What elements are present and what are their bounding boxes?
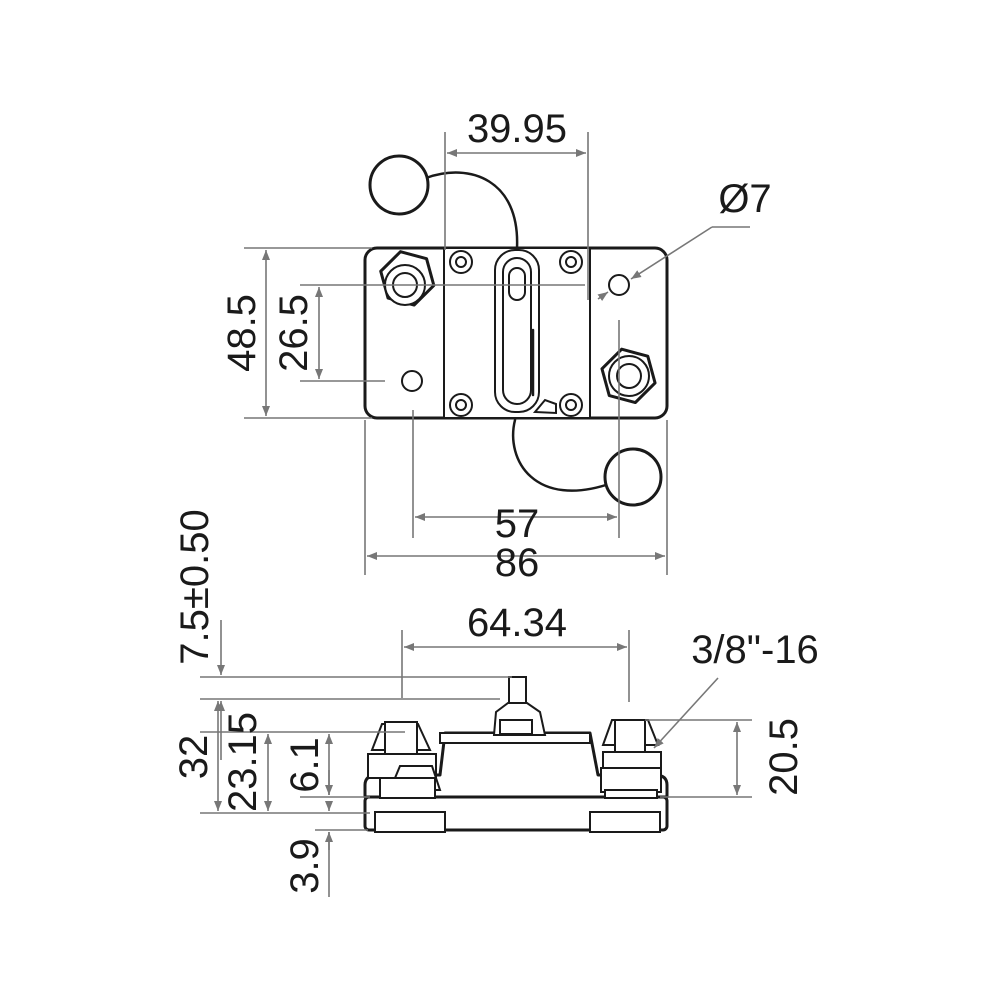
dim-label-3-9: 3.9 <box>283 838 327 894</box>
terminal-cap-bottom <box>603 447 663 507</box>
dim-label-48-5: 48.5 <box>220 294 264 372</box>
dim-label-23-15: 23.15 <box>221 712 265 812</box>
base-foot <box>589 811 661 833</box>
left-terminal-stack <box>367 721 442 799</box>
top-view-dimensions <box>244 132 750 575</box>
terminal-cap-top <box>368 154 430 216</box>
dim-label-6-1: 6.1 <box>283 737 327 793</box>
top-view <box>363 154 669 507</box>
right-terminal-stack <box>600 719 662 799</box>
cover-screw <box>559 393 583 417</box>
cover-screw <box>449 393 473 417</box>
lever-tab <box>532 398 557 415</box>
dim-label-thread-size: 3/8"-16 <box>691 628 819 672</box>
dim-label-26-5: 26.5 <box>272 294 316 372</box>
top-cable <box>424 171 519 250</box>
dim-label-hole-diameter: Ø7 <box>718 177 771 221</box>
side-view-dimensions <box>200 620 752 897</box>
left-stud-nut <box>379 250 436 307</box>
dim-label-39-95: 39.95 <box>467 107 567 151</box>
dim-label-57: 57 <box>495 502 540 546</box>
dim-label-86: 86 <box>495 541 540 585</box>
base-foot <box>374 811 446 833</box>
side-view <box>363 676 669 833</box>
mounting-hole <box>608 274 630 296</box>
dim-label-20-5: 20.5 <box>762 718 806 796</box>
dim-label-64-34: 64.34 <box>467 601 567 645</box>
cover-screw <box>449 250 473 274</box>
leader-hole-arrow <box>630 226 713 280</box>
cover-screw <box>559 250 583 274</box>
lever-window <box>508 267 526 301</box>
dim-label-32: 32 <box>172 735 216 780</box>
bottom-cable <box>511 418 614 492</box>
leader-thread <box>653 677 719 749</box>
dim-label-7-5-tolerance: 7.5±0.50 <box>173 509 217 664</box>
mounting-hole <box>401 370 423 392</box>
